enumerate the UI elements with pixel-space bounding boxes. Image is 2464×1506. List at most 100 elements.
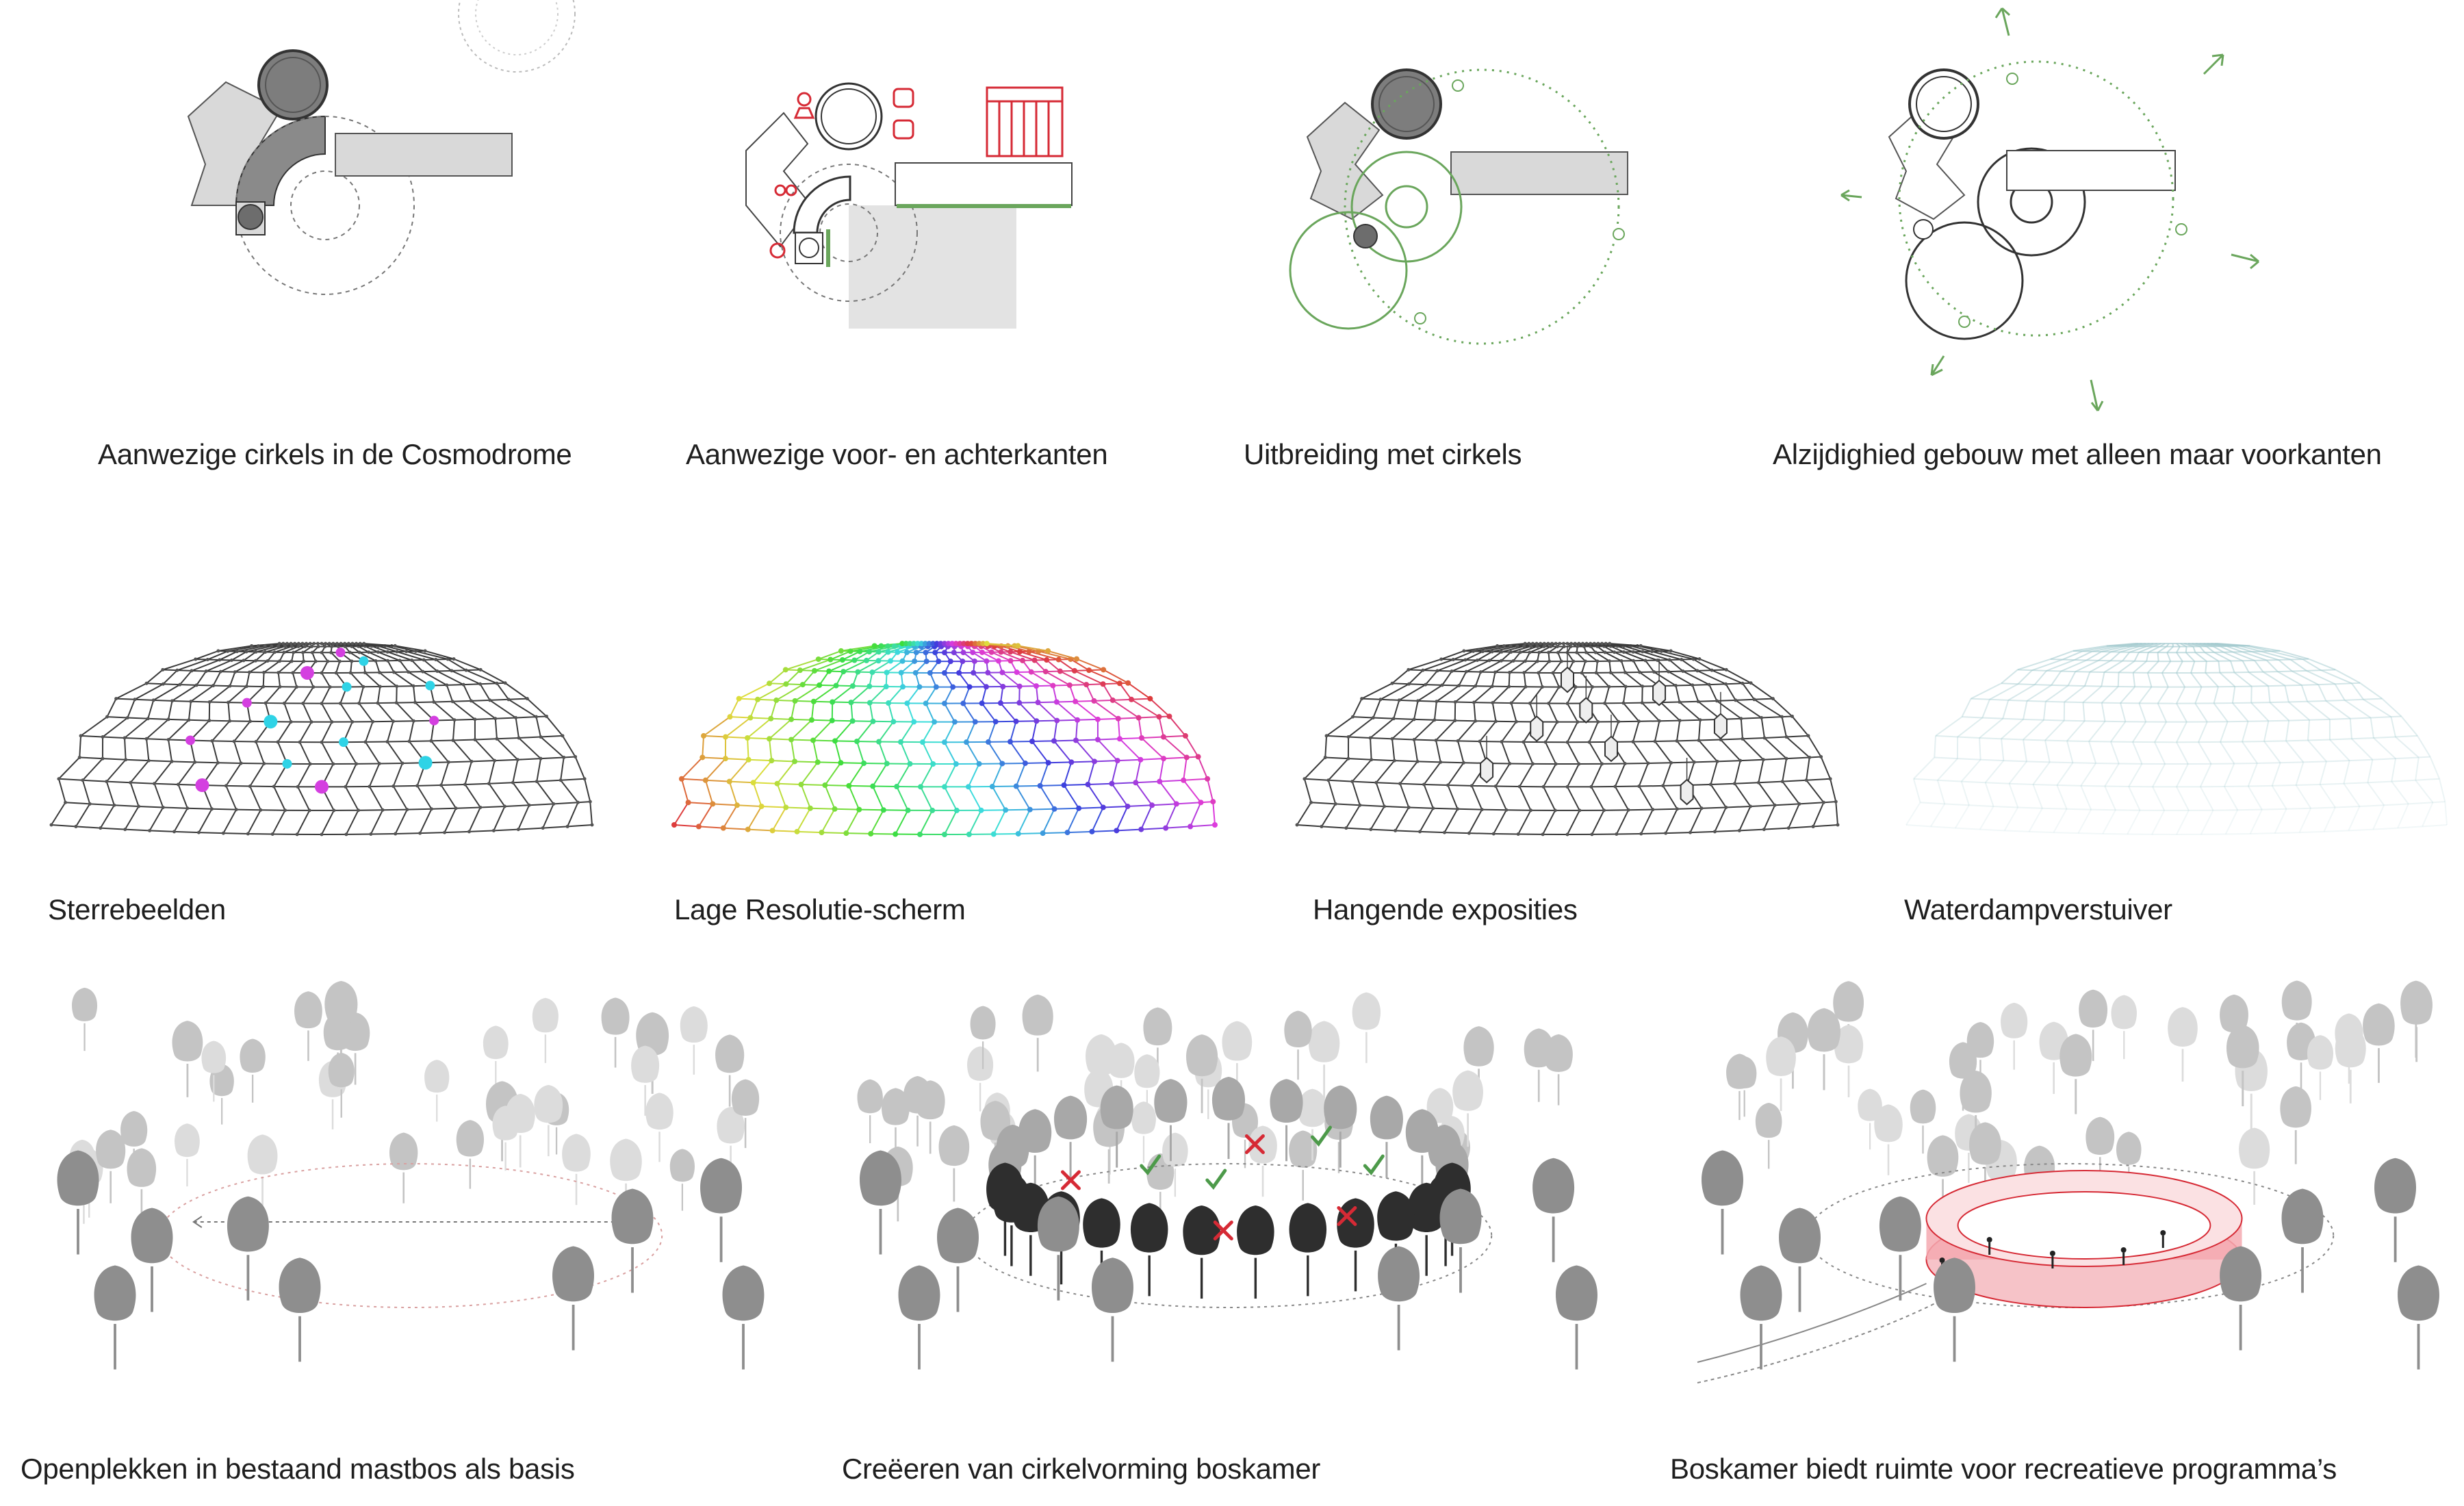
person-icon xyxy=(1986,1237,1992,1255)
check-mark-icon xyxy=(1310,1125,1332,1147)
tree-icon xyxy=(938,1125,970,1202)
tree-icon xyxy=(247,1134,278,1210)
cross-mark-icon xyxy=(1213,1221,1233,1240)
tree-icon xyxy=(1022,994,1053,1072)
hanging-exhibit xyxy=(1579,676,1593,724)
tree-icon xyxy=(1439,1188,1482,1293)
tree-icon xyxy=(201,1041,227,1102)
tree-icon xyxy=(389,1132,418,1203)
dome-constellations xyxy=(41,527,602,856)
tree-icon xyxy=(1100,1085,1133,1168)
tree-icon xyxy=(1834,1025,1864,1097)
tree-icon xyxy=(57,1150,99,1255)
tree-icon xyxy=(2168,1007,2198,1082)
cross-mark-icon xyxy=(1060,1170,1081,1190)
constellation-star xyxy=(264,715,278,729)
tree-icon xyxy=(1289,1203,1327,1297)
tree-icon xyxy=(2363,1003,2395,1083)
tree-icon xyxy=(1879,1196,1921,1301)
hanging-exhibit xyxy=(1680,758,1694,806)
constellation-star xyxy=(425,680,435,691)
tree-icon xyxy=(1755,1102,1782,1169)
tree-icon xyxy=(172,1021,203,1097)
tree-icon xyxy=(1740,1265,1782,1370)
tree-icon xyxy=(1092,1258,1133,1362)
tree-icon xyxy=(1934,1258,1975,1362)
tree-icon xyxy=(2281,1188,2324,1293)
tree-icon xyxy=(967,1046,994,1112)
dome-hanging-exhibitions xyxy=(1287,527,1848,856)
hanging-exhibit xyxy=(1561,645,1574,693)
cross-mark-icon xyxy=(1337,1206,1357,1226)
tree-icon xyxy=(669,1149,695,1211)
tree-icon xyxy=(970,1006,996,1069)
tree-icon xyxy=(1186,1034,1218,1114)
check-mark-icon xyxy=(1140,1154,1162,1175)
tree-icon xyxy=(2307,1035,2333,1100)
tree-icon xyxy=(1352,992,1381,1063)
tree-icon xyxy=(2400,980,2432,1058)
tree-icon xyxy=(731,1079,760,1149)
tree-icon xyxy=(680,1006,708,1075)
tree-icon xyxy=(1378,1246,1420,1351)
caption-existing-circles: Aanwezige cirkels in de Cosmodrome xyxy=(98,438,572,470)
constellation-star xyxy=(185,735,196,745)
tree-icon xyxy=(94,1265,136,1370)
diagram-all-sides xyxy=(1840,0,2464,424)
tree-icon xyxy=(2335,1026,2366,1103)
constellation-star xyxy=(282,758,292,769)
constellation-star xyxy=(359,656,369,666)
tree-icon xyxy=(1858,1088,1882,1150)
caption-forest-clearings: Openplekken in bestaand mastbos als basi… xyxy=(21,1453,575,1485)
person-icon xyxy=(2120,1247,2127,1265)
constellation-star xyxy=(418,756,433,770)
tree-icon xyxy=(1556,1265,1597,1370)
tree-icon xyxy=(96,1130,126,1203)
tree-icon xyxy=(857,1079,883,1143)
tree-icon xyxy=(1037,1196,1079,1301)
tree-icon xyxy=(1766,1036,1796,1112)
tree-icon xyxy=(1054,1095,1088,1178)
tree-icon xyxy=(532,997,559,1063)
tree-icon xyxy=(915,1080,945,1154)
tree-icon xyxy=(860,1150,901,1255)
tree-icon xyxy=(505,1093,535,1168)
tree-icon xyxy=(700,1158,743,1262)
constellation-star xyxy=(338,737,348,748)
tree-icon xyxy=(1702,1150,1743,1255)
tree-icon xyxy=(1324,1085,1357,1168)
dome-water-mist xyxy=(1896,527,2457,856)
tree-icon xyxy=(2281,980,2312,1056)
caption-front-and-back: Aanwezige voor- en achterkanten xyxy=(686,438,1108,470)
tree-icon xyxy=(1154,1079,1188,1162)
person-icon xyxy=(2160,1230,2166,1248)
caption-water-mist: Waterdampverstuiver xyxy=(1904,893,2172,926)
tree-icon xyxy=(1532,1158,1575,1262)
caption-hanging-exhibitions: Hangende exposities xyxy=(1313,893,1578,926)
dome-lattice xyxy=(1905,643,2448,835)
tree-icon xyxy=(1131,1101,1156,1163)
tree-icon xyxy=(1949,1042,1977,1111)
tree-icon xyxy=(1807,1008,1840,1090)
tree-icon xyxy=(2079,989,2108,1061)
check-mark-icon xyxy=(1205,1169,1227,1190)
tree-icon xyxy=(1270,1079,1303,1162)
tree-icon xyxy=(175,1123,200,1187)
tree-icon xyxy=(534,1084,563,1157)
tree-icon xyxy=(2239,1127,2270,1205)
tree-icon xyxy=(240,1038,266,1103)
hanging-exhibit xyxy=(1652,659,1667,706)
constellation-star xyxy=(300,665,314,680)
tree-icon xyxy=(2226,1025,2259,1107)
hanging-exhibit xyxy=(1530,694,1544,742)
tree-icon xyxy=(2398,1265,2439,1370)
tree-icon xyxy=(882,1088,910,1158)
tree-icon xyxy=(1134,1054,1160,1118)
forest-clearings xyxy=(41,979,780,1403)
constellation-star xyxy=(429,715,439,726)
tree-icon xyxy=(562,1134,591,1205)
tree-icon xyxy=(456,1120,485,1189)
constellation-star xyxy=(242,698,252,708)
diagram-extension-circles xyxy=(1232,0,1848,424)
dome-low-resolution-screen xyxy=(664,527,1225,856)
